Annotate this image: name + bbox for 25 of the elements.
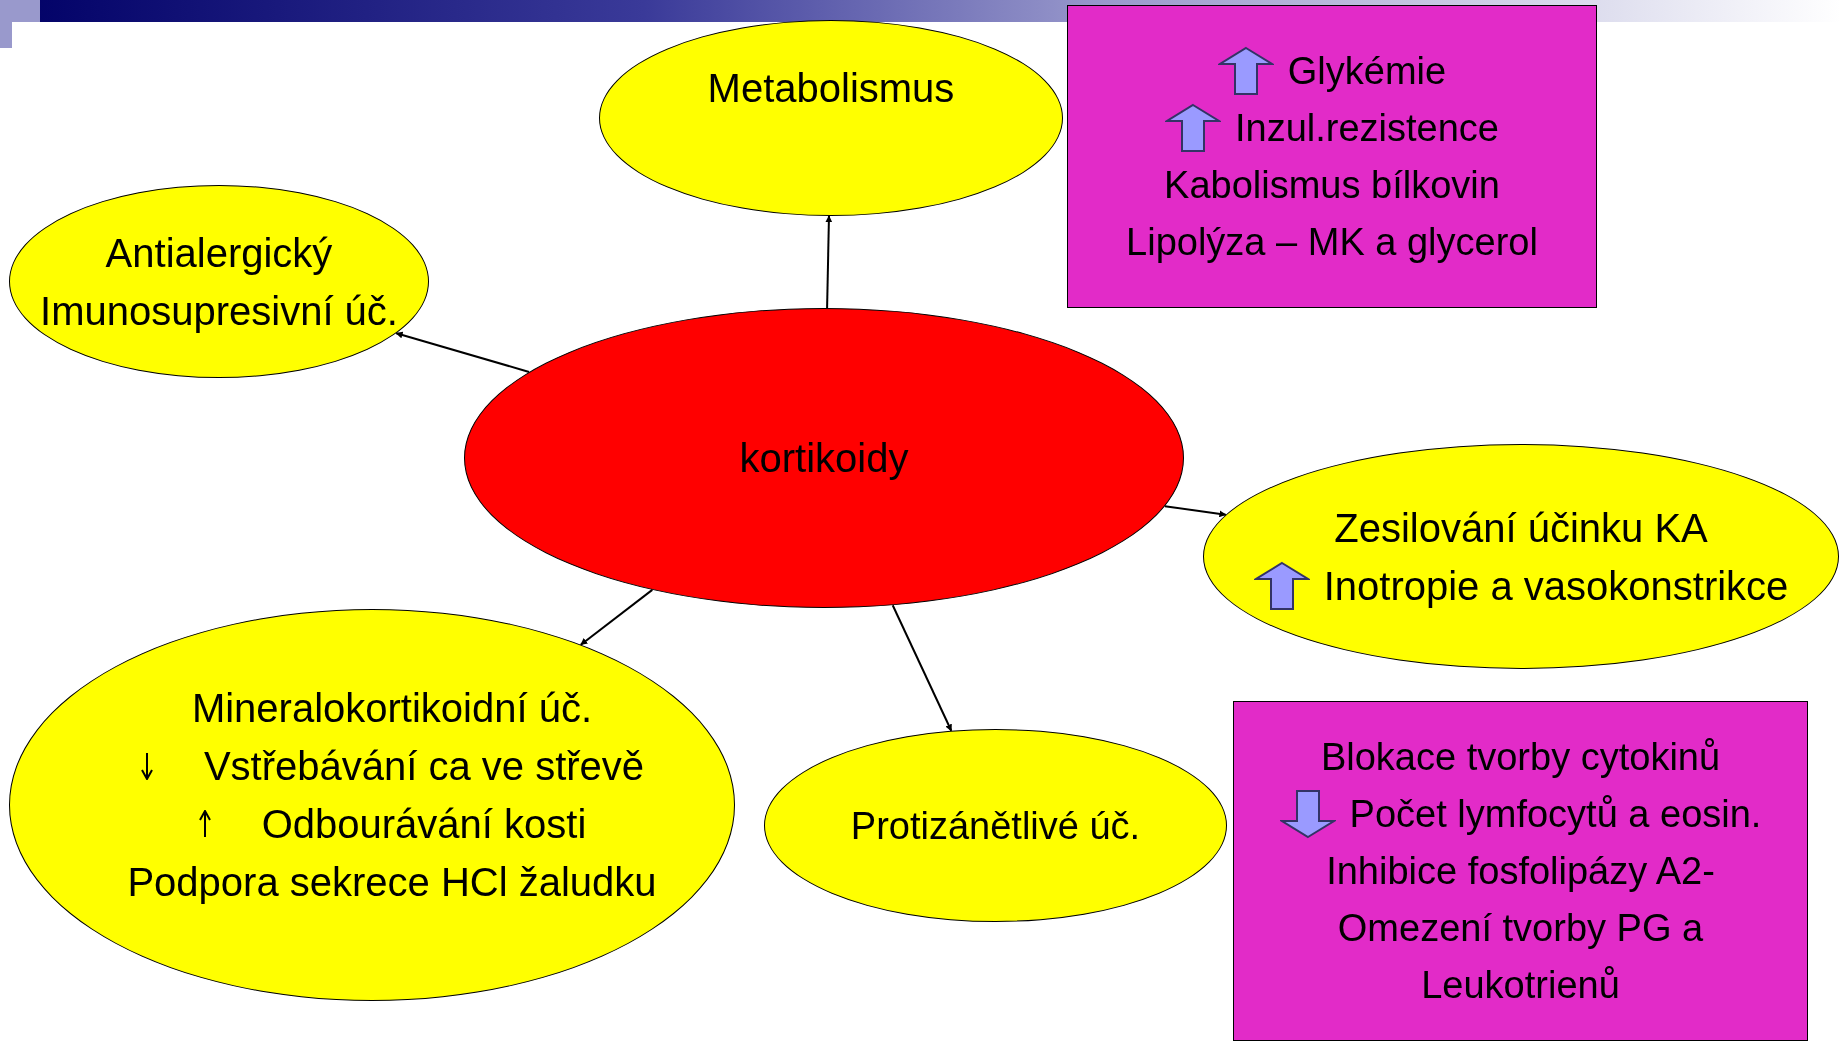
effect-text: Kabolismus bílkovin [1164, 162, 1500, 208]
effect-text: Omezení tvorby PG a Leukotrienů [1336, 905, 1705, 1008]
arrow [891, 604, 953, 732]
central-label: kortikoidy [739, 435, 909, 482]
arrow [395, 331, 531, 373]
topic-label: Mineralokortikoidní úč. [191, 685, 593, 732]
topic-label: Inotropie a vasokonstrikce [1323, 562, 1789, 610]
arrow [579, 588, 654, 646]
topic-label: Podpora sekrece HCl žaludku [127, 859, 657, 906]
topic-label: Antialergický Imunosupresivní úč. [39, 229, 399, 335]
topic-label: Odbourávání kosti [261, 801, 587, 848]
effect-text: Počet lymfocytů a eosin. [1349, 791, 1762, 837]
arrow [825, 215, 833, 309]
effect-text: Glykémie [1287, 48, 1447, 94]
info-box [1233, 701, 1808, 1041]
topic-label: Metabolismus [707, 65, 955, 112]
topic-label: Protizánětlivé úč. [850, 803, 1141, 849]
info-box [1067, 5, 1597, 308]
effect-text: Inzul.rezistence [1235, 105, 1499, 151]
effect-text: Lipolýza – MK a glycerol [1126, 219, 1538, 265]
effect-text: Blokace tvorby cytokinů [1320, 734, 1721, 780]
arrow [1163, 505, 1227, 518]
effect-text: Inhibice fosfolipázy A2- [1326, 848, 1715, 894]
topic-label: Zesilování účinku KA [1334, 504, 1708, 552]
topic-label: Vstřebávání ca ve střevě [203, 743, 645, 790]
